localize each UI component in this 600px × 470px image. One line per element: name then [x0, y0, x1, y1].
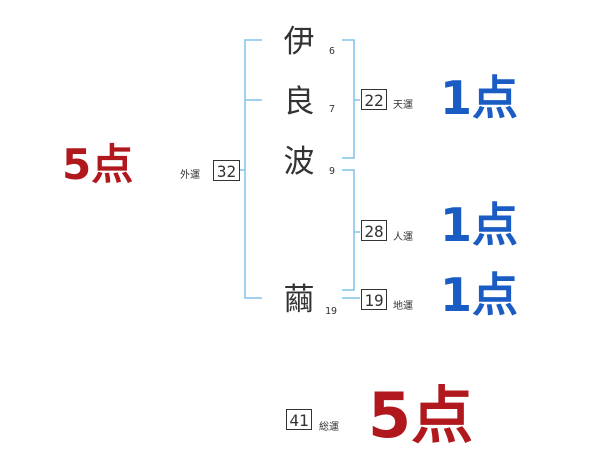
surname-strokes-2: 7 [329, 104, 336, 115]
chiun-value: 19 [361, 289, 387, 310]
tenun-label: 天運 [393, 100, 413, 111]
surname-strokes-1: 6 [329, 46, 336, 57]
gaiun-score: 5点 [62, 140, 134, 189]
surname-char-2: 良 [283, 84, 315, 120]
gaiun-value: 32 [213, 160, 240, 181]
tenun-score: 1点 [440, 71, 519, 125]
gaiun-label: 外運 [180, 170, 200, 181]
jinun-score: 1点 [440, 198, 519, 252]
jinun-bracket [342, 169, 360, 291]
surname-strokes-3: 9 [329, 166, 336, 177]
tenun-value: 22 [361, 89, 387, 110]
surname-char-3: 波 [283, 144, 315, 180]
soun-label: 総運 [319, 422, 339, 433]
chiun-score: 1点 [440, 268, 519, 322]
soun-value: 41 [286, 409, 312, 430]
given-strokes-1: 19 [325, 306, 338, 317]
jinun-label: 人運 [393, 232, 413, 243]
gaiun-bracket [240, 39, 262, 299]
chiun-label: 地運 [393, 301, 413, 312]
tenun-bracket [342, 39, 360, 159]
soun-score: 5点 [368, 379, 474, 452]
surname-char-1: 伊 [283, 24, 315, 60]
jinun-value: 28 [361, 220, 387, 241]
given-char-1: 繭 [283, 282, 315, 318]
